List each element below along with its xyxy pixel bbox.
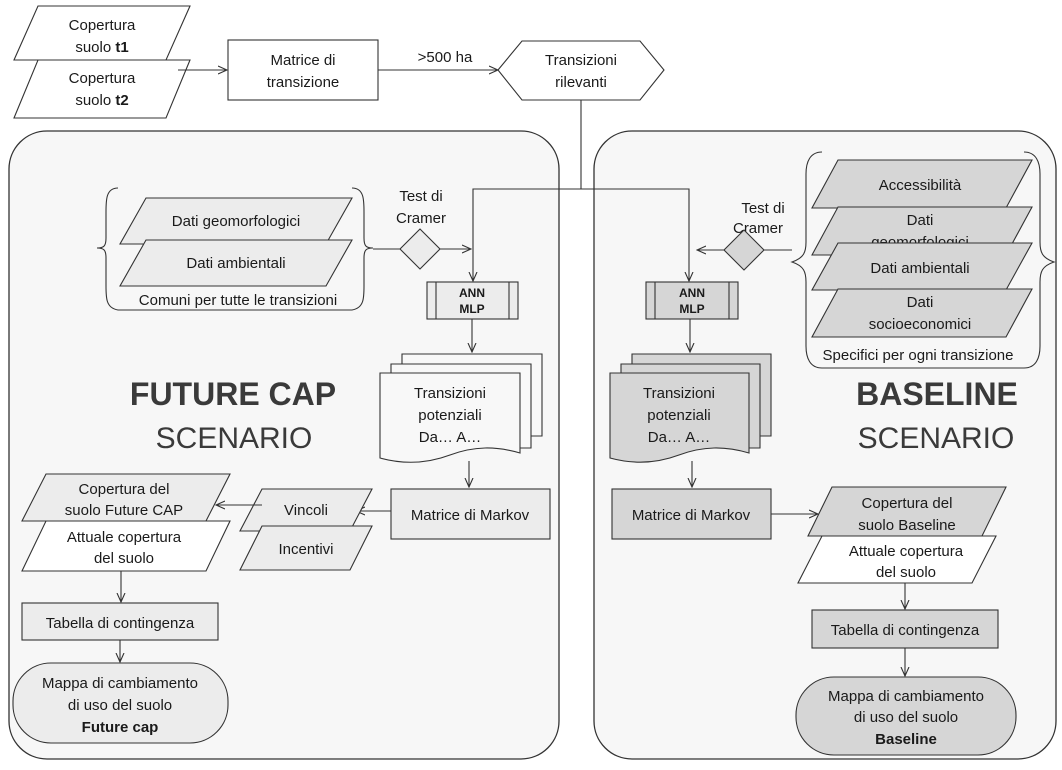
left-ann-mlp-box: ANN MLP [426,281,519,320]
future-cap-panel [8,130,560,760]
svg-text:del suolo: del suolo [876,564,936,581]
svg-text:Incentivi: Incentivi [278,541,333,558]
common-data-environmental: Dati ambientali [119,239,353,287]
right-cramer-diamond [723,229,765,271]
baseline-land-cover: Copertura del suolo Baseline [807,486,1007,537]
svg-text:Dati ambientali: Dati ambientali [186,255,285,272]
connector-to-right-ann [581,188,689,281]
svg-text:Accessibilità: Accessibilità [879,177,962,194]
common-data-bracket [96,187,374,311]
future-cap-land-cover: Copertura del suolo Future CAP [21,473,231,522]
incentivi-box: Incentivi [239,525,373,571]
right-cramer-label-1: Test di [741,200,784,217]
svg-text:Matrice di Markov: Matrice di Markov [411,507,530,524]
svg-text:del suolo: del suolo [94,550,154,567]
svg-text:Dati: Dati [907,212,934,229]
threshold-label: >500 ha [418,49,473,66]
future-cap-subtitle: SCENARIO [156,422,313,455]
svg-text:socioeconomici: socioeconomici [869,316,972,333]
left-current-land-cover: Attuale copertura del suolo [21,520,231,572]
svg-text:di uso del suolo: di uso del suolo [854,709,958,726]
svg-text:Dati ambientali: Dati ambientali [870,260,969,277]
svg-text:Copertura: Copertura [69,70,136,87]
svg-text:suolo t2: suolo t2 [75,92,128,109]
svg-text:Transizioni: Transizioni [414,385,486,402]
svg-text:Matrice di: Matrice di [270,52,335,69]
right-current-land-cover: Attuale copertura del suolo [797,535,997,584]
specific-data-environmental: Dati ambientali [811,242,1033,291]
right-potential-transitions-docs: Transizioni potenziali Da… A… [609,353,772,463]
svg-text:Mappa di cambiamento: Mappa di cambiamento [42,675,198,692]
svg-text:suolo t1: suolo t1 [75,39,128,56]
svg-text:Future cap: Future cap [82,719,159,736]
specific-data-socioeconomic: Dati socioeconomici [811,288,1033,338]
svg-text:Dati: Dati [907,294,934,311]
common-data-caption: Comuni per tutte le transizioni [139,292,337,309]
transition-matrix-box: Matrice di transizione [227,39,379,101]
svg-text:Da… A…: Da… A… [648,429,711,446]
left-markov-matrix-box: Matrice di Markov [390,488,551,540]
left-cramer-label-2: Cramer [396,210,446,227]
svg-text:rilevanti: rilevanti [555,74,607,91]
svg-text:Baseline: Baseline [875,731,937,748]
specific-data-accessibility: Accessibilità [811,159,1033,209]
svg-text:Vincoli: Vincoli [284,502,328,519]
svg-text:Dati geomorfologici: Dati geomorfologici [172,213,300,230]
specific-data-caption: Specifici per ogni transizione [823,347,1014,364]
left-contingency-table-box: Tabella di contingenza [21,602,219,641]
svg-text:Transizioni: Transizioni [545,52,617,69]
svg-text:potenziali: potenziali [418,407,481,424]
svg-text:Matrice di Markov: Matrice di Markov [632,507,751,524]
svg-text:transizione: transizione [267,74,340,91]
svg-text:potenziali: potenziali [647,407,710,424]
svg-text:Copertura del: Copertura del [79,481,170,498]
svg-text:Tabella di contingenza: Tabella di contingenza [831,622,980,639]
left-cramer-diamond [399,228,441,270]
relevant-transitions-hexagon: Transizioni rilevanti [497,40,665,101]
future-cap-change-map: Mappa di cambiamento di uso del suolo Fu… [12,662,229,744]
right-contingency-table-box: Tabella di contingenza [811,609,999,649]
baseline-change-map: Mappa di cambiamento di uso del suolo Ba… [795,676,1017,756]
svg-text:di uso del suolo: di uso del suolo [68,697,172,714]
right-ann-mlp-box: ANN MLP [645,281,739,320]
left-potential-transitions-docs: Transizioni potenziali Da… A… [379,353,543,463]
svg-text:MLP: MLP [679,302,704,316]
baseline-title: BASELINE [856,376,1018,412]
svg-text:ANN: ANN [679,286,705,300]
svg-text:Mappa di cambiamento: Mappa di cambiamento [828,688,984,705]
svg-text:Transizioni: Transizioni [643,385,715,402]
common-data-geomorph: Dati geomorfologici [119,197,353,245]
input-land-cover-t1: Copertura suolo t1 [13,5,191,61]
baseline-subtitle: SCENARIO [858,422,1015,455]
future-cap-title: FUTURE CAP [130,376,336,412]
svg-text:Tabella di contingenza: Tabella di contingenza [46,615,195,632]
specific-data-bracket [790,151,1056,369]
svg-text:Copertura del: Copertura del [862,495,953,512]
svg-text:ANN: ANN [459,286,485,300]
connector-to-left-ann [473,100,582,281]
svg-text:Copertura: Copertura [69,17,136,34]
vincoli-box: Vincoli [239,488,373,532]
svg-text:Attuale copertura: Attuale copertura [67,529,182,546]
input-land-cover-t2: Copertura suolo t2 [13,59,191,119]
svg-text:MLP: MLP [459,302,484,316]
svg-text:Da… A…: Da… A… [419,429,482,446]
svg-text:Attuale copertura: Attuale copertura [849,543,964,560]
left-cramer-label-1: Test di [399,188,442,205]
right-markov-matrix-box: Matrice di Markov [611,488,772,540]
svg-text:suolo Future CAP: suolo Future CAP [65,502,183,519]
svg-text:suolo Baseline: suolo Baseline [858,517,956,534]
